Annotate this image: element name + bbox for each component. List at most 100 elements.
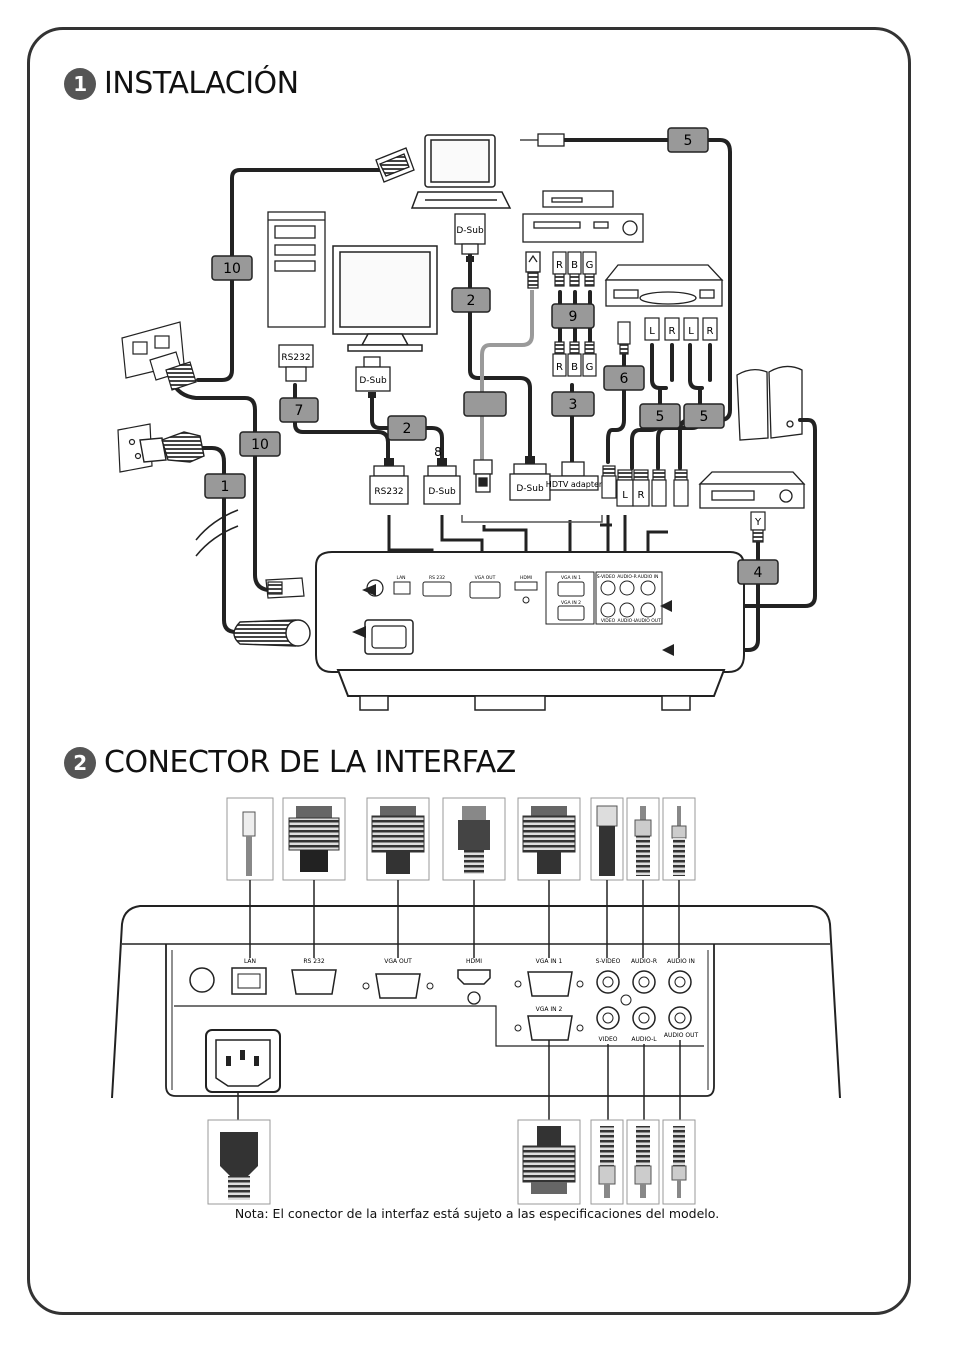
tag-4: 4	[737, 559, 779, 585]
monitor-icon	[332, 245, 438, 352]
rgb-bottom-r: R	[556, 362, 563, 373]
audio-plugs-5-projector-icon	[651, 469, 689, 507]
audio-plugs-lr: L R L R	[644, 317, 718, 341]
proj-svideo-label: S-VIDEO	[597, 574, 616, 580]
proj-vgain1-label: VGA IN 1	[561, 575, 581, 581]
dsub-connector-laptop: D-Sub	[454, 213, 486, 262]
section-1-number: 1	[64, 67, 96, 100]
model-note: Nota: El conector de la interfaz está su…	[234, 1206, 720, 1221]
page-frame	[27, 27, 911, 1315]
tag-1: 1	[204, 473, 246, 499]
tag-5a: 5	[667, 127, 709, 153]
svg-text:4: 4	[754, 565, 763, 581]
audio-r-1: R	[669, 326, 676, 337]
video-y-label: Y	[754, 517, 762, 528]
section-1-heading: INSTALACIÓN	[104, 66, 299, 101]
svg-text:10: 10	[251, 437, 269, 453]
proj-hdmi-label: HDMI	[520, 575, 532, 581]
rgb-top-b: B	[571, 260, 578, 271]
tag-9: 9	[551, 303, 595, 329]
svg-text:3: 3	[569, 397, 578, 413]
rs232-connector-projector: RS232	[369, 458, 409, 505]
section-2-number: 2	[64, 746, 96, 779]
proj-vgain2-label: VGA IN 2	[561, 600, 581, 606]
svg-text:5: 5	[656, 409, 665, 425]
svg-text:9: 9	[569, 309, 578, 325]
audio-l-1: L	[649, 326, 655, 337]
rgb-bottom-g: G	[586, 362, 594, 373]
proj-audioout-label: AUDIO OUT	[635, 618, 661, 624]
audio-r-2: R	[707, 326, 714, 337]
projector-rear-view: LAN RS 232 VGA OUT HDMI VGA IN 1 VGA IN …	[315, 551, 745, 711]
tag-2a: 2	[451, 287, 491, 313]
tag-8: 8	[434, 445, 442, 459]
tag-10a: 10	[211, 255, 253, 281]
proj-audiol-label: AUDIO-L	[618, 618, 637, 624]
tag-3: 3	[551, 391, 595, 417]
dvd-player-icon	[522, 190, 644, 243]
dsub-proj1-label: D-Sub	[428, 487, 456, 497]
rgb-top-r: R	[556, 260, 563, 271]
audio-plug-r: R	[638, 490, 645, 501]
pc-tower-icon	[267, 211, 326, 328]
section-1-title: 1 INSTALACIÓN	[64, 66, 299, 101]
dsub-connector-monitor: D-Sub	[355, 356, 391, 398]
rgb-plugs-top: R B G	[552, 251, 597, 287]
svg-text:5: 5	[700, 409, 709, 425]
tag-6: 6	[603, 365, 645, 391]
rgb-top-g: G	[586, 260, 594, 271]
hdmi-plug-projector-icon	[473, 459, 493, 493]
dsub-connector-projector-2: D-Sub	[509, 456, 551, 501]
tag-2b: 2	[387, 415, 427, 441]
arrows	[352, 584, 674, 656]
audio-plug-l: L	[622, 490, 628, 501]
rgb-plugs-bottom: R B G	[552, 341, 597, 377]
svg-text:5: 5	[684, 133, 693, 149]
audio-plug-lr-projector: L R	[616, 469, 650, 507]
rs232-pc-label: RS232	[281, 353, 310, 363]
proj-video-label: VIDEO	[601, 618, 616, 624]
svideo-plug-source-icon	[617, 321, 631, 355]
svg-text:2: 2	[467, 293, 476, 309]
hdmi-plug-source-icon	[525, 251, 541, 289]
audio-plug-laptop-icon	[520, 133, 565, 147]
cable-break-mark	[195, 509, 239, 557]
hdmi-cable	[480, 290, 534, 465]
power-plug-icon	[139, 431, 311, 647]
proj-lan-label: LAN	[396, 575, 405, 581]
tag-hdmi-blank	[463, 391, 507, 417]
lan-plug-icon	[149, 351, 305, 599]
rgb-bottom-b: B	[571, 362, 578, 373]
proj-audior-label: AUDIO-R	[617, 574, 637, 580]
svg-text:2: 2	[403, 421, 412, 437]
tag-7: 7	[279, 397, 319, 423]
dsub-monitor-label: D-Sub	[359, 376, 387, 386]
audio-l-2: L	[688, 326, 694, 337]
vcr-icon	[604, 264, 724, 307]
svg-text:1: 1	[221, 479, 230, 495]
hdmi-plug-laptop-icon	[375, 147, 415, 183]
proj-vgaout-label: VGA OUT	[475, 575, 496, 581]
svg-text:6: 6	[620, 371, 629, 387]
dsub-connector-projector-1: D-Sub	[423, 458, 461, 505]
dsub-proj2-label: D-Sub	[516, 484, 544, 494]
svg-text:7: 7	[295, 403, 304, 419]
proj-audioin-label: AUDIO IN	[638, 574, 659, 580]
svideo-plug-projector-icon	[601, 465, 617, 499]
speakers-icon	[736, 365, 803, 441]
tag-5b: 5	[639, 403, 681, 429]
laptop-icon	[410, 134, 512, 209]
hdtv-adapter-label: HDTV adapter	[546, 480, 603, 489]
audio-deck-icon	[698, 471, 806, 509]
svg-text:10: 10	[223, 261, 241, 277]
rs232-connector-pc: RS232	[278, 344, 314, 382]
section-2-title: 2 CONECTOR DE LA INTERFAZ	[64, 745, 516, 780]
proj-rs232-label: RS 232	[429, 575, 445, 581]
rs232-proj-label: RS232	[374, 487, 403, 497]
dsub-laptop-label: D-Sub	[456, 226, 484, 236]
hdtv-adapter: HDTV adapter	[546, 461, 603, 491]
cable-tags: 10 10 1 7 2 8 2 9 3 6 5 5 5 4	[204, 127, 779, 585]
tag-5c: 5	[683, 403, 725, 429]
tag-10b: 10	[239, 431, 281, 457]
